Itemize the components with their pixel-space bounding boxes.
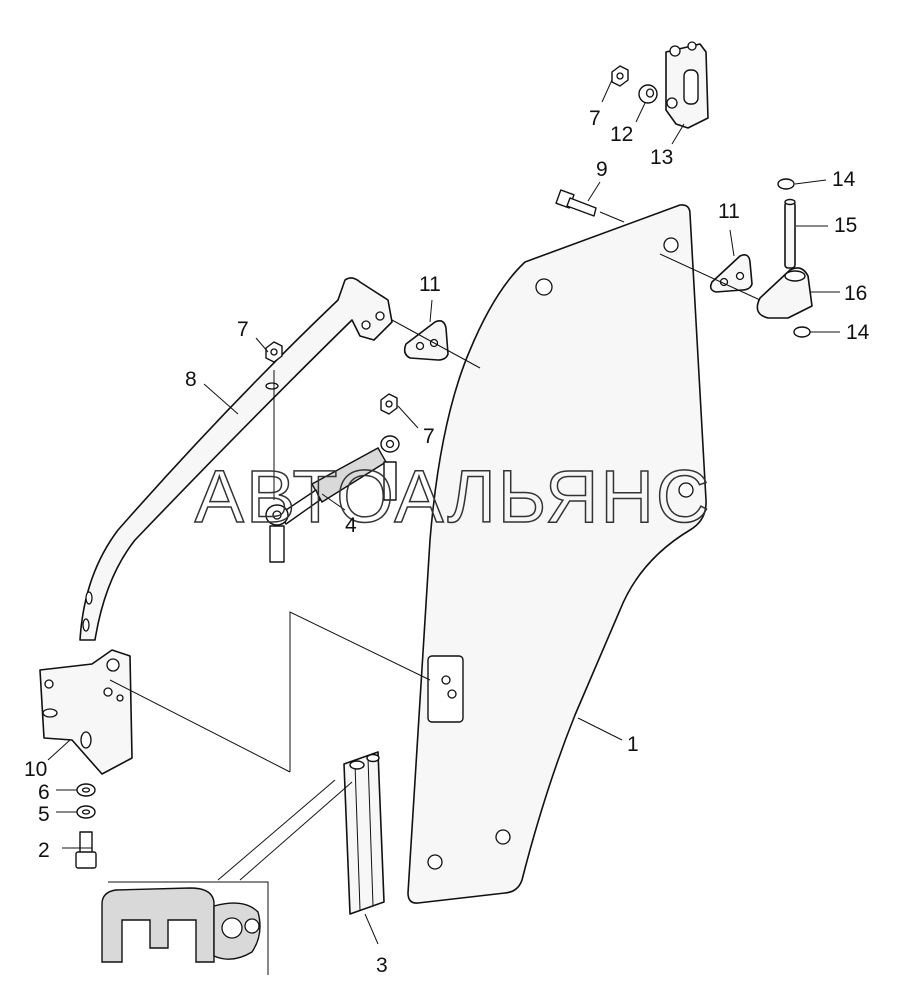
callout-10: 10 (24, 758, 47, 781)
callout-5: 5 (38, 803, 50, 826)
door-stay-bar (79, 277, 393, 641)
callout-labels: 1 2 3 4 5 6 7 7 7 8 9 10 11 11 12 13 14 … (24, 107, 870, 977)
callout-9: 9 (596, 158, 608, 181)
callout-15: 15 (834, 214, 857, 237)
gas-strut (265, 435, 400, 563)
lock-washer-5 (76, 805, 96, 819)
seal-section-detail (101, 881, 269, 975)
callout-13: 13 (650, 146, 673, 169)
circlip-bottom (793, 326, 811, 338)
bolt-2 (75, 831, 97, 869)
callout-7-top: 7 (589, 107, 601, 130)
hinge-bracket-left (403, 320, 449, 361)
circlip-top (777, 178, 795, 190)
callout-2: 2 (38, 839, 50, 862)
hinge-pin (784, 198, 796, 269)
washer-12 (638, 84, 658, 104)
callout-14-bottom: 14 (846, 321, 870, 344)
bolt-9 (555, 189, 597, 217)
callout-3: 3 (376, 954, 388, 977)
callout-11-right: 11 (718, 200, 740, 223)
callout-6: 6 (38, 781, 50, 804)
callout-4: 4 (345, 514, 357, 537)
callout-8: 8 (185, 368, 197, 391)
callout-12: 12 (610, 123, 633, 146)
nut-top (611, 65, 629, 87)
washer-6 (76, 783, 96, 797)
door-glass-panel (407, 204, 707, 904)
mounting-bracket (39, 649, 133, 775)
callout-16: 16 (844, 282, 867, 305)
upper-hinge-block (665, 41, 709, 129)
leader-lines (47, 79, 840, 945)
nut-stay (265, 341, 283, 363)
callout-14-top: 14 (832, 168, 856, 191)
nut-strut (380, 393, 398, 415)
callout-1: 1 (627, 733, 639, 756)
seal-strip (343, 751, 385, 915)
watermark-text: АВТОАЛЬЯНС (195, 455, 712, 538)
callout-7-stay: 7 (237, 318, 249, 341)
hinge-knuckle (756, 267, 813, 319)
callout-7-strut: 7 (423, 425, 435, 448)
callout-11-left: 11 (419, 273, 441, 296)
